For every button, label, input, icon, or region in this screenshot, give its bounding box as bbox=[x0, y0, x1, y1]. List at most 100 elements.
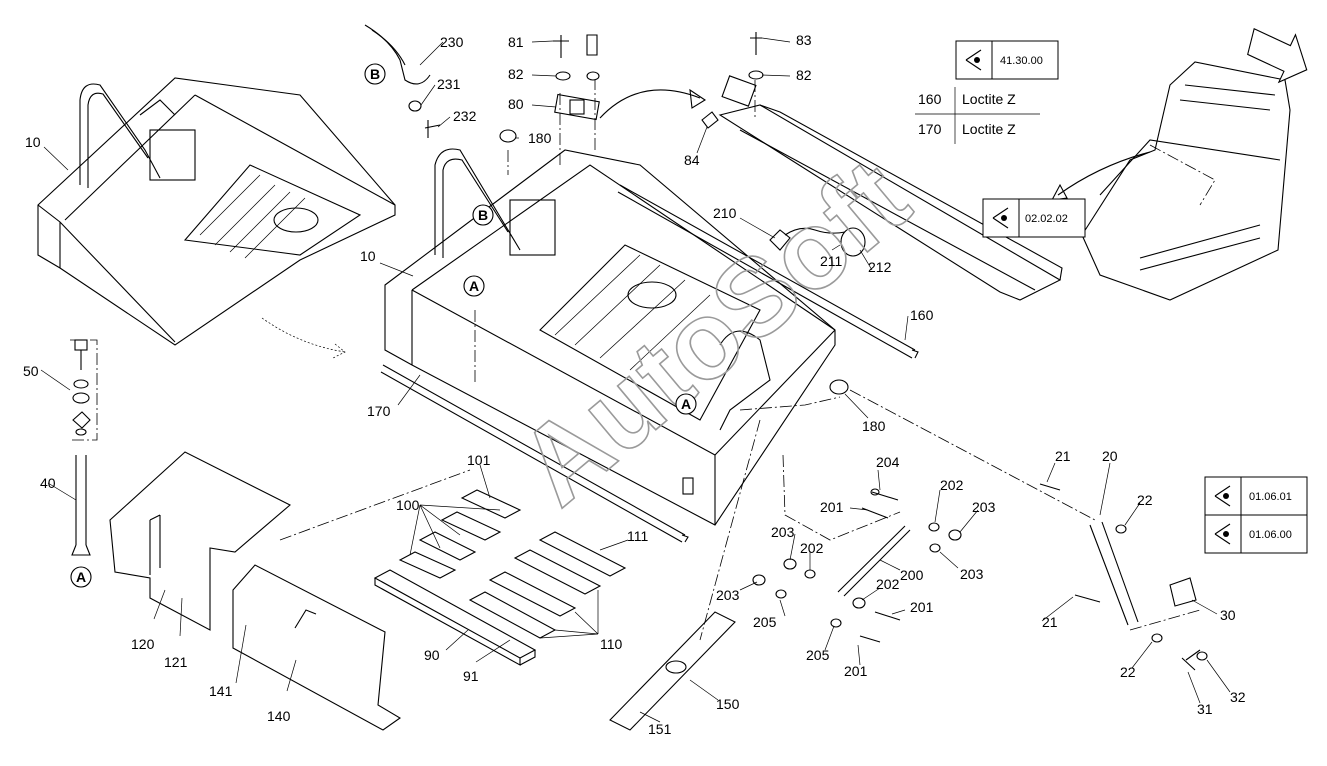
eye-icon bbox=[965, 49, 982, 71]
callout-204: 204 bbox=[876, 454, 900, 470]
callout-100: 100 bbox=[396, 497, 420, 513]
callout-212: 212 bbox=[868, 259, 892, 275]
callout-203: 203 bbox=[960, 566, 984, 582]
callout-203: 203 bbox=[771, 524, 795, 540]
notes-pos: 160 bbox=[918, 91, 942, 107]
callout-232: 232 bbox=[453, 108, 477, 124]
callout-202: 202 bbox=[940, 477, 964, 493]
notes-pos: 170 bbox=[918, 121, 942, 137]
callout-203: 203 bbox=[716, 587, 740, 603]
callout-180: 180 bbox=[862, 418, 886, 434]
callout-205: 205 bbox=[806, 647, 830, 663]
svg-text:01.06.00: 01.06.00 bbox=[1249, 529, 1292, 541]
callout-101: 101 bbox=[467, 452, 491, 468]
callout-90: 90 bbox=[424, 647, 440, 663]
notes-table: 160 Loctite Z 170 Loctite Z bbox=[915, 87, 1040, 144]
cover-140 bbox=[232, 564, 402, 731]
callout-201: 201 bbox=[844, 663, 868, 679]
callout-141: 141 bbox=[209, 683, 233, 699]
reference-lines bbox=[279, 80, 1201, 641]
callout-83: 83 bbox=[796, 32, 812, 48]
callout-21: 21 bbox=[1055, 448, 1071, 464]
callout-151: 151 bbox=[648, 721, 672, 737]
seal-strip-170 bbox=[380, 364, 689, 543]
ref-box-01-06-01: 01.06.01 bbox=[1204, 476, 1308, 516]
plate-90 bbox=[373, 569, 537, 666]
callout-50: 50 bbox=[23, 363, 39, 379]
callout-180: 180 bbox=[528, 130, 552, 146]
callout-110: 110 bbox=[600, 636, 623, 652]
seal-strip-160 bbox=[617, 184, 919, 359]
callout-140: 140 bbox=[267, 708, 291, 724]
marker-a: A bbox=[463, 275, 485, 297]
callout-201: 201 bbox=[910, 599, 934, 615]
callout-210: 210 bbox=[713, 205, 737, 221]
chain-210 bbox=[769, 227, 866, 257]
svg-text:A: A bbox=[681, 396, 691, 412]
callout-230: 230 bbox=[440, 34, 464, 50]
callout-120: 120 bbox=[131, 636, 155, 652]
detail-b bbox=[364, 24, 441, 138]
cover-120 bbox=[109, 451, 291, 631]
svg-text:01.06.01: 01.06.01 bbox=[1249, 491, 1292, 503]
callout-82: 82 bbox=[508, 66, 524, 82]
svg-text:B: B bbox=[478, 207, 488, 223]
plates-100 bbox=[398, 489, 522, 579]
callout-84: 84 bbox=[684, 152, 700, 168]
transfer-arrow bbox=[599, 89, 701, 119]
svg-text:A: A bbox=[76, 569, 86, 585]
callout-111: 111 bbox=[627, 528, 648, 544]
machine-paver bbox=[1081, 61, 1291, 301]
callout-205: 205 bbox=[753, 614, 777, 630]
marker-a: A bbox=[70, 566, 92, 588]
hinge-rail bbox=[718, 75, 1063, 301]
marker-a: A bbox=[675, 393, 697, 415]
callout-81: 81 bbox=[508, 34, 524, 50]
marker-b: B bbox=[364, 63, 386, 85]
washer-180-right bbox=[829, 379, 849, 395]
callout-170: 170 bbox=[367, 403, 391, 419]
svg-text:02.02.02: 02.02.02 bbox=[1025, 213, 1068, 225]
callout-160: 160 bbox=[910, 307, 934, 323]
callout-32: 32 bbox=[1230, 689, 1246, 705]
transition-arrow bbox=[261, 317, 346, 359]
view-arrow-icon bbox=[1247, 27, 1308, 84]
pin-40 bbox=[71, 455, 91, 556]
notes-text: Loctite Z bbox=[962, 91, 1016, 107]
hinge-80 bbox=[553, 32, 764, 129]
callout-202: 202 bbox=[876, 576, 900, 592]
callout-20: 20 bbox=[1102, 448, 1118, 464]
callout-202: 202 bbox=[800, 540, 824, 556]
bolt-set-50 bbox=[70, 339, 98, 441]
gas-spring-20 bbox=[1039, 483, 1208, 671]
callout-200: 200 bbox=[900, 567, 924, 583]
callout-91: 91 bbox=[463, 668, 479, 684]
ref-box-02-02-02: 02.02.02 bbox=[982, 198, 1086, 238]
cover-10-main bbox=[384, 148, 836, 526]
leader-lines bbox=[40, 37, 1231, 723]
callout-80: 80 bbox=[508, 96, 524, 112]
transfer-arrow-2 bbox=[1057, 151, 1151, 196]
callout-31: 31 bbox=[1197, 701, 1213, 717]
svg-text:41.30.00: 41.30.00 bbox=[1000, 55, 1043, 67]
callout-201: 201 bbox=[820, 499, 844, 515]
eye-icon bbox=[992, 207, 1009, 229]
callout-82: 82 bbox=[796, 67, 812, 83]
callout-labels: 10 10 230 231 232 81 82 80 180 83 82 84 … bbox=[23, 32, 1246, 737]
callout-203: 203 bbox=[972, 499, 996, 515]
callout-21: 21 bbox=[1042, 614, 1058, 630]
callout-22: 22 bbox=[1120, 664, 1136, 680]
eye-icon bbox=[1214, 523, 1231, 545]
callout-150: 150 bbox=[716, 696, 740, 712]
washer-180-top bbox=[499, 129, 517, 143]
marker-b: B bbox=[472, 204, 494, 226]
notes-text: Loctite Z bbox=[962, 121, 1016, 137]
ref-box-01-06-00: 01.06.00 bbox=[1204, 514, 1308, 554]
eye-icon bbox=[1214, 485, 1231, 507]
cover-10-left bbox=[37, 77, 396, 346]
callout-22: 22 bbox=[1137, 492, 1153, 508]
callout-121: 121 bbox=[164, 654, 188, 670]
rod-200 bbox=[752, 488, 962, 643]
ref-box-41-30-00: 41.30.00 bbox=[955, 40, 1059, 80]
